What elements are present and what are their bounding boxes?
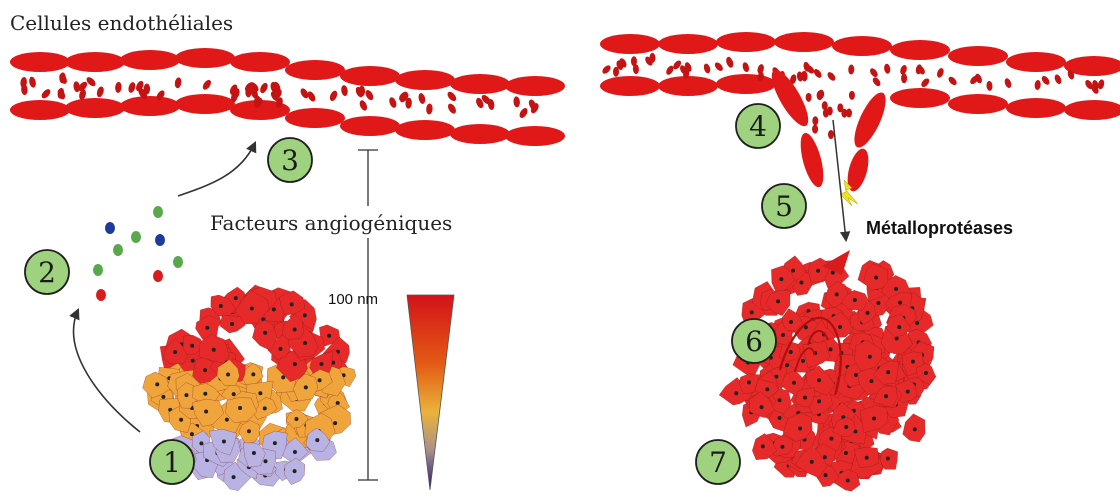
step-number: 5 — [775, 190, 793, 223]
concentration-gradient-triangle — [407, 295, 454, 490]
step-5-badge: 5 — [762, 184, 806, 228]
step-7-badge: 7 — [696, 440, 740, 484]
angiogenic-factors-label: Facteurs angiogéniques — [210, 211, 452, 235]
step-number: 7 — [709, 446, 727, 479]
step-6-badge: 6 — [732, 319, 776, 363]
step-1-badge: 1 — [150, 440, 194, 484]
migrating-endothelial-cells — [765, 65, 891, 275]
distance-scale-bar — [358, 150, 378, 480]
scale-100nm-label: 100 nm — [328, 291, 378, 308]
step-4-badge: 4 — [736, 104, 780, 148]
arrow-tumor-to-factors — [74, 310, 140, 432]
angiogenic-factors-dots — [93, 206, 183, 301]
step-number: 2 — [38, 256, 56, 289]
step-2-badge: 2 — [25, 250, 69, 294]
step-number: 1 — [163, 446, 181, 479]
tumor-right — [719, 256, 936, 492]
step-3-badge: 3 — [268, 138, 312, 182]
blood-vessel-left — [10, 48, 565, 146]
step-number: 3 — [281, 144, 299, 177]
step-number: 6 — [745, 325, 763, 358]
arrow-factors-to-vessel — [178, 143, 255, 196]
metalloproteases-label: Métalloprotéases — [866, 218, 1013, 238]
endothelial-cells-label: Cellules endothéliales — [10, 11, 233, 35]
step-number: 4 — [749, 110, 767, 143]
